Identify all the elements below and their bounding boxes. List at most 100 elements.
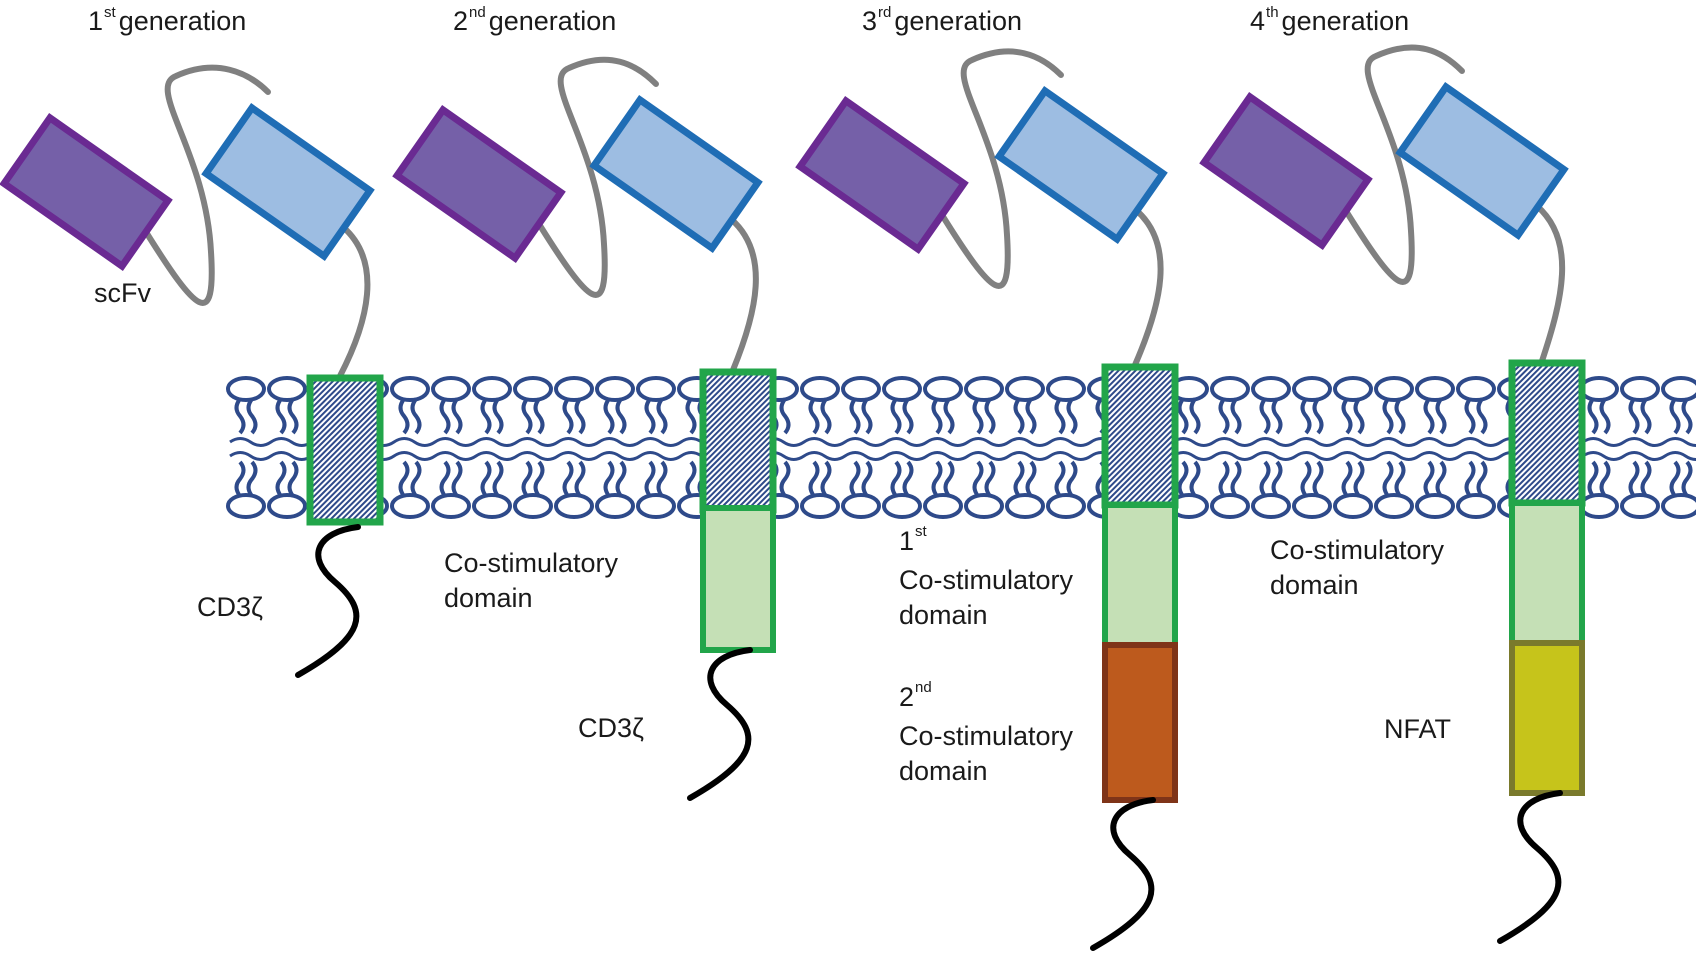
lipid-tail-top xyxy=(1218,397,1230,435)
lipid-head-top xyxy=(882,376,922,402)
lipid-tail-top xyxy=(480,397,492,435)
lipid-tail-bottom xyxy=(779,460,791,498)
lipid-tail-top xyxy=(1353,397,1365,435)
costimulatory-domain xyxy=(700,505,776,653)
lipid-tail-bottom xyxy=(849,460,861,498)
lipid-head-bottom xyxy=(1456,493,1496,519)
cell-membrane xyxy=(226,376,1696,519)
costimulatory-domain xyxy=(1102,502,1178,648)
costim-label-gen2-line1: Co-stimulatory xyxy=(444,548,619,578)
lipid-tail-bottom xyxy=(1353,460,1365,498)
transmembrane-domain xyxy=(1508,359,1586,507)
costim-label-gen4: Co-stimulatory domain xyxy=(1270,533,1444,603)
lipid-tail-bottom xyxy=(1464,460,1476,498)
lipid-head-top xyxy=(1579,376,1619,402)
lipid-tail-bottom xyxy=(1312,460,1324,498)
car-receptor-gen-3 xyxy=(795,48,1179,951)
lipid-head-bottom xyxy=(226,493,266,519)
lipid-tail-bottom xyxy=(521,460,533,498)
lipid-tail-top xyxy=(1464,397,1476,435)
lipid-tail-top xyxy=(1681,397,1693,435)
hinge-linker xyxy=(1534,203,1566,364)
lipid-head-top xyxy=(267,376,307,402)
generation-4-number: 4 xyxy=(1250,6,1266,36)
scfv-vl-domain xyxy=(392,105,566,263)
lipid-tail-bottom xyxy=(685,460,697,498)
lipid-tail-top xyxy=(1476,397,1488,435)
scfv-linker xyxy=(1343,44,1465,285)
scfv-vl-domain xyxy=(795,96,969,254)
lipid-tail-bottom xyxy=(1341,460,1353,498)
lipid-tail-top xyxy=(234,397,246,435)
costim-label-gen4-line1: Co-stimulatory xyxy=(1270,535,1445,565)
lipid-tail-top xyxy=(849,397,861,435)
lipid-tail-top xyxy=(1066,397,1078,435)
lipid-head-bottom xyxy=(636,493,676,519)
lipid-tail-top xyxy=(656,397,668,435)
lipid-tail-top xyxy=(890,397,902,435)
lipid-tail-bottom xyxy=(1230,460,1242,498)
lipid-head-bottom xyxy=(1210,493,1250,519)
lipid-tail-top xyxy=(902,397,914,435)
lipid-tail-bottom xyxy=(972,460,984,498)
nfat-label: NFAT xyxy=(1384,714,1451,744)
lipid-tail-top xyxy=(246,397,258,435)
lipid-head-top xyxy=(1456,376,1496,402)
scfv-linker xyxy=(536,56,659,298)
lipid-tail-bottom xyxy=(1599,460,1611,498)
lipid-head-bottom xyxy=(1292,493,1332,519)
hinge-linker xyxy=(337,224,371,379)
lipid-tail-top xyxy=(1435,397,1447,435)
lipid-tail-bottom xyxy=(1587,460,1599,498)
lipid-tail-bottom xyxy=(861,460,873,498)
generation-4-word: generation xyxy=(1281,6,1410,36)
lipid-head-bottom xyxy=(513,493,553,519)
lipid-tail-top xyxy=(410,397,422,435)
lipid-tail-top xyxy=(1599,397,1611,435)
lipid-head-bottom xyxy=(595,493,635,519)
lipid-head-top xyxy=(595,376,635,402)
lipid-head-bottom xyxy=(472,493,512,519)
generation-2-number: 2 xyxy=(453,6,469,36)
lipid-tail-top xyxy=(644,397,656,435)
lipid-tail-top xyxy=(820,397,832,435)
lipid-tail-top xyxy=(1271,397,1283,435)
lipid-head-top xyxy=(1046,376,1086,402)
lipid-tail-top xyxy=(451,397,463,435)
lipid-tail-top xyxy=(1013,397,1025,435)
lipid-tail-bottom xyxy=(234,460,246,498)
lipid-tail-bottom xyxy=(1669,460,1681,498)
lipid-tail-bottom xyxy=(656,460,668,498)
generation-2-suffix: nd xyxy=(469,4,486,21)
lipid-tail-top xyxy=(1669,397,1681,435)
cd3-zeta-tail xyxy=(295,524,361,678)
transmembrane-domain xyxy=(1101,363,1179,509)
cd3z-label-gen1: CD3ζ xyxy=(197,592,263,622)
lipid-tail-top xyxy=(1628,397,1640,435)
lipid-tail-top xyxy=(1341,397,1353,435)
costim-first-number: 1 xyxy=(899,526,915,556)
lipid-tail-bottom xyxy=(902,460,914,498)
lipid-tail-bottom xyxy=(808,460,820,498)
lipid-tail-bottom xyxy=(1259,460,1271,498)
lipid-tail-top xyxy=(1025,397,1037,435)
lipid-tail-top xyxy=(1640,397,1652,435)
generation-1-word: generation xyxy=(118,6,247,36)
lipid-tail-bottom xyxy=(562,460,574,498)
lipid-tail-bottom xyxy=(287,460,299,498)
lipid-head-bottom xyxy=(554,493,594,519)
lipid-head-bottom xyxy=(882,493,922,519)
lipid-head-top xyxy=(513,376,553,402)
lipid-tail-top xyxy=(943,397,955,435)
scfv-vh-domain xyxy=(201,103,375,261)
lipid-tail-top xyxy=(972,397,984,435)
car-receptors xyxy=(0,44,1586,951)
generation-3-number: 3 xyxy=(862,6,878,36)
generation-3-suffix: rd xyxy=(878,4,892,21)
lipid-head-top xyxy=(841,376,881,402)
lipid-tail-bottom xyxy=(644,460,656,498)
lipid-tail-bottom xyxy=(820,460,832,498)
